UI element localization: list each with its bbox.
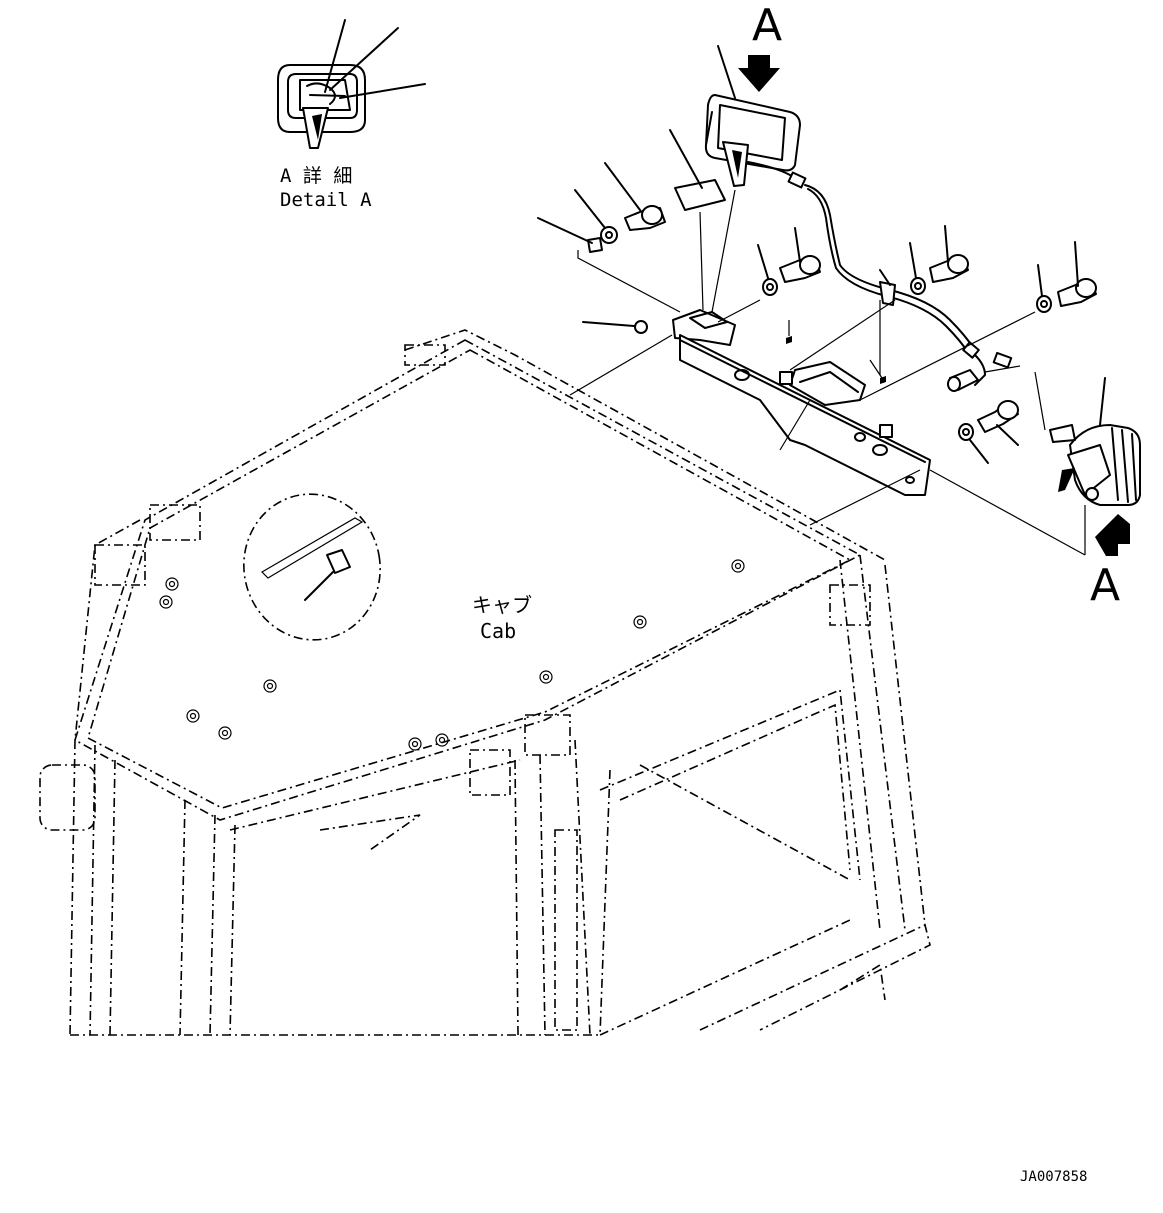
bracket-nut [869,359,886,384]
bolt [1057,241,1097,307]
detail-title-en: Detail A [280,189,372,211]
lamp-bracket [672,309,931,496]
roof-bolt [539,670,553,684]
clip-nut [537,217,603,253]
bolt [779,227,821,283]
roof-bolt [633,615,647,629]
bolt [604,162,666,231]
view-marker-right: A [1090,560,1120,611]
cab-frame [39,554,931,1036]
nut [582,320,648,334]
roof-bolt [731,559,745,573]
roof-bolt [218,726,232,740]
view-arrow-right [1095,514,1130,556]
washer [574,189,618,244]
assembly-leaders [569,189,1086,556]
washer [958,423,989,464]
pad [669,129,726,211]
washer [757,244,778,296]
detail-title-jp: A 詳 細 [280,165,352,187]
roof-bolt [165,577,179,591]
view-arrow-top [738,55,780,92]
cab-roof [74,329,886,821]
roof-bolt [159,595,173,609]
washer [909,242,926,295]
connector [947,369,979,392]
bracket-nut [786,320,792,344]
bolt [929,225,969,283]
roof-bolt [186,709,200,723]
bolt [977,400,1019,446]
roof-bolt [408,737,422,751]
roof-detail-circle [243,493,381,641]
work-lamp-top [704,45,801,187]
cab-label-jp: キャブ [472,593,532,617]
cab-label-en: Cab [480,619,516,643]
work-lamp-right [1049,377,1141,506]
drawing-code: JA007858 [1020,1169,1087,1185]
detail-a-lamp [277,19,426,149]
view-marker-top: A [752,0,782,51]
roof-bolt [435,733,449,747]
roof-bolt [263,679,277,693]
washer [1036,264,1052,313]
